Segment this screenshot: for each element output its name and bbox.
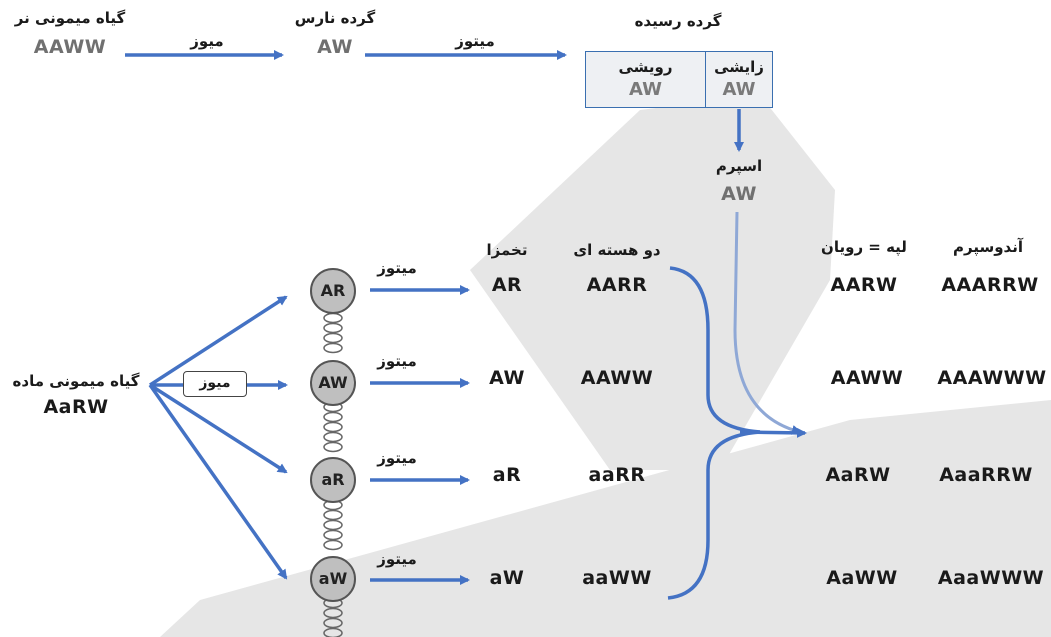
label-meiosis-male: میوز [190, 32, 224, 50]
tube-cell-label: رویشی [618, 58, 673, 76]
arrow-female-4 [148, 383, 288, 580]
fusion-arrow [739, 427, 807, 438]
binucleate-genotype: aaWW [582, 567, 652, 589]
mitosis-label: میتوز [377, 259, 417, 277]
watermark-base [160, 400, 1051, 637]
header-embryo: لپه = رویان [821, 238, 907, 256]
female-plant-genotype: AaRW [43, 396, 109, 418]
egg-genotype: AW [489, 367, 525, 389]
megaspore-node: aW [310, 556, 356, 602]
female-plant-title: گیاه میمونی ماده [12, 372, 140, 390]
tube-cell-genotype: AW [629, 79, 662, 100]
watermark-shape [470, 95, 835, 470]
embryo-genotype: AARW [830, 274, 898, 296]
mature-pollen-title: گرده رسیده [634, 12, 722, 30]
endosperm-genotype: AaaWWW [937, 567, 1045, 589]
male-plant-title: گیاه میمونی نر [14, 9, 126, 27]
generative-cell: زایشی AW [705, 51, 773, 108]
mitosis-label: میتوز [377, 550, 417, 568]
arrow-female-1 [149, 295, 288, 387]
mitosis-label: میتوز [377, 352, 417, 370]
binucleate-genotype: aaRR [588, 464, 646, 486]
binucleate-genotype: AAWW [580, 367, 654, 389]
embryo-genotype: AaRW [825, 464, 891, 486]
header-endosperm: آندوسپرم [953, 238, 1023, 256]
endosperm-genotype: AAAWWW [937, 367, 1047, 389]
megaspore-node: AR [310, 268, 356, 314]
immature-pollen-title: گرده نارس [294, 9, 376, 27]
egg-genotype: aR [492, 464, 522, 486]
female-meiosis-box: میوز [183, 371, 247, 397]
arrow-female-3 [149, 383, 288, 474]
endosperm-genotype: AaaRRW [939, 464, 1033, 486]
generative-cell-genotype: AW [722, 79, 756, 100]
egg-genotype: aW [489, 567, 525, 589]
mitosis-label: میتوز [377, 449, 417, 467]
generative-cell-label: زایشی [714, 58, 764, 76]
label-mitosis-pollen: میتوز [455, 32, 495, 50]
megaspore-node: aR [310, 457, 356, 503]
megaspore-node: AW [310, 360, 356, 406]
binucleate-genotype: AARR [586, 274, 648, 296]
endosperm-genotype: AAARRW [941, 274, 1039, 296]
header-binucleate: دو هسته ای [573, 241, 661, 259]
header-egg: تخمزا [486, 241, 528, 259]
embryo-genotype: AaWW [826, 567, 898, 589]
sperm-label: اسپرم [715, 157, 763, 175]
immature-pollen-genotype: AW [317, 36, 353, 58]
egg-genotype: AR [491, 274, 523, 296]
sperm-genotype: AW [721, 183, 757, 205]
fusion-curve-top [669, 266, 761, 434]
tube-cell: رویشی AW [585, 51, 705, 108]
sperm-curve [733, 211, 802, 435]
embryo-genotype: AAWW [830, 367, 904, 389]
male-plant-genotype: AAWW [33, 36, 107, 58]
fusion-curve-bottom [667, 430, 761, 600]
